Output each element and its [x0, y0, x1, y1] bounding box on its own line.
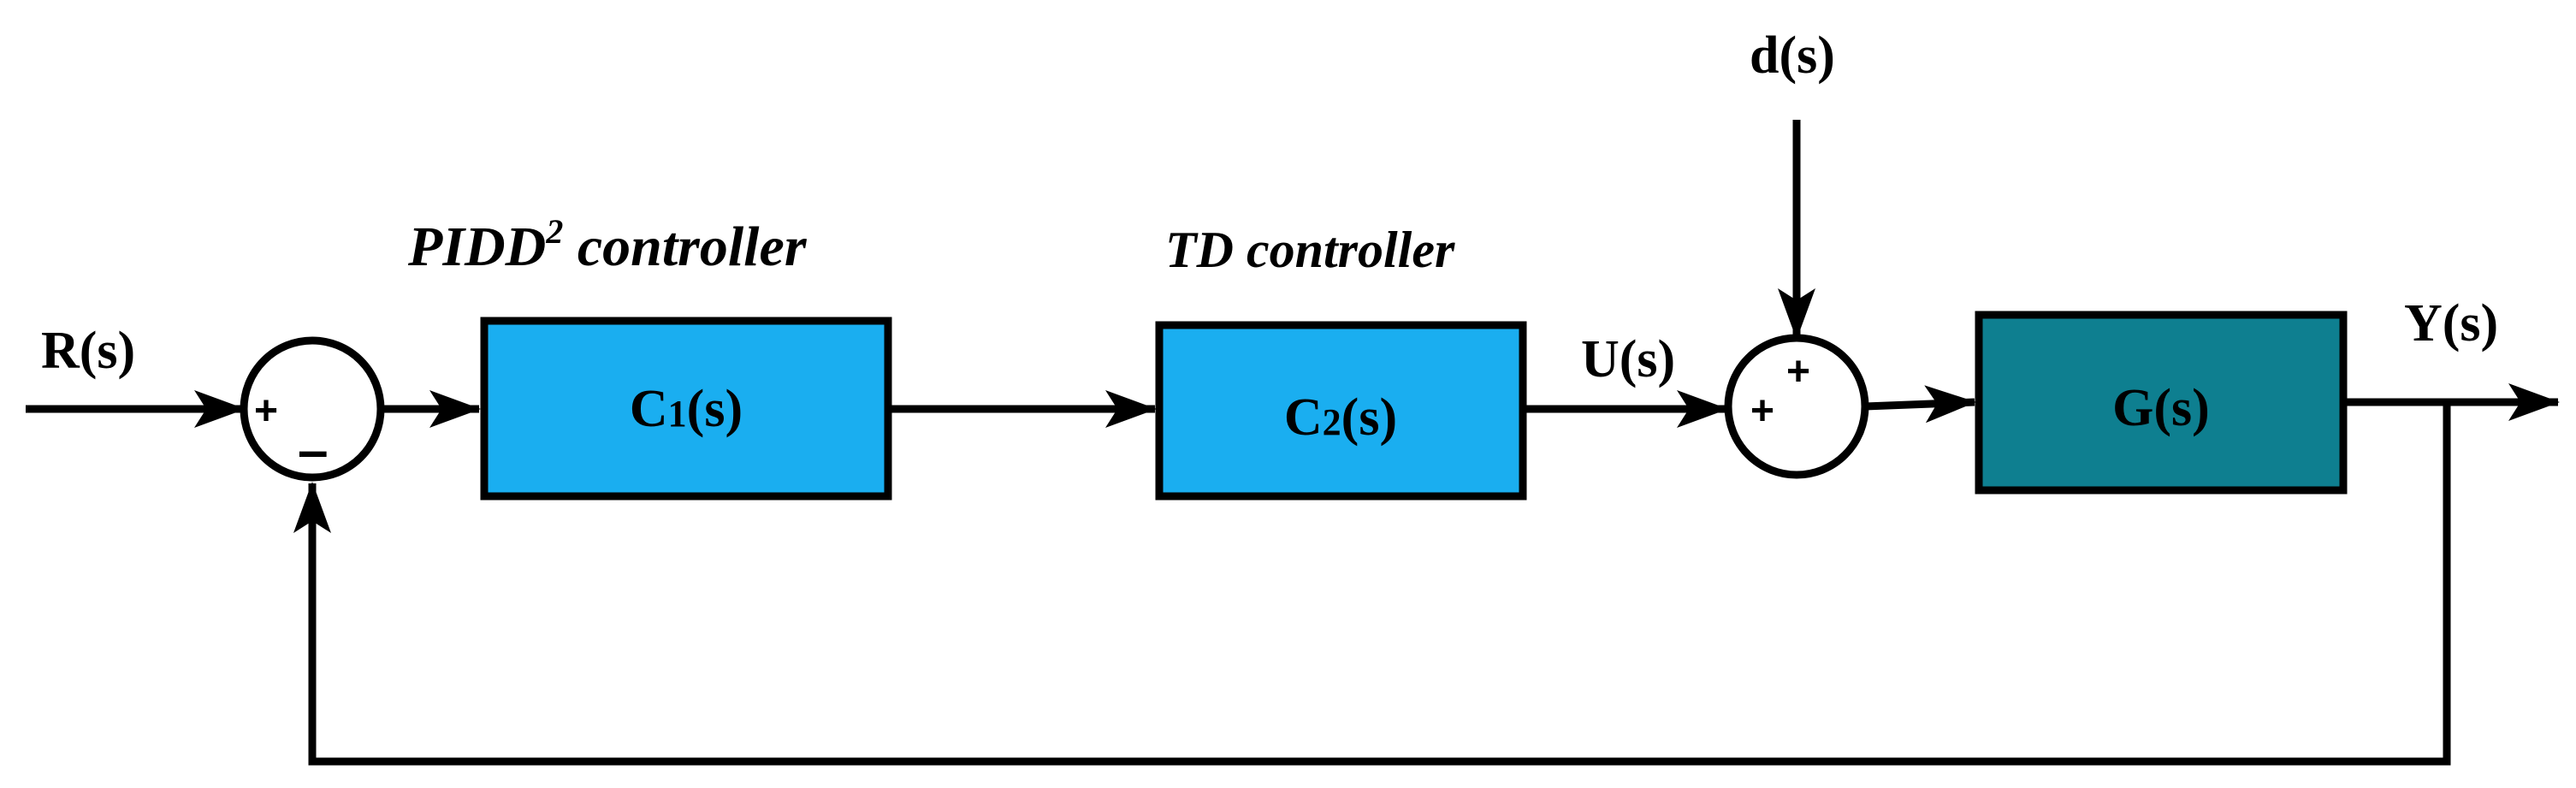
c2-label: C2(s)	[1284, 388, 1397, 447]
control-label: U(s)	[1581, 330, 1675, 388]
plant-label: G(s)	[2112, 379, 2210, 437]
reference-label: R(s)	[41, 322, 135, 380]
sum2-top-plus-sign: +	[1786, 349, 1810, 394]
plant-input-line	[1864, 385, 1976, 424]
output-label: Y(s)	[2404, 294, 2498, 353]
c1-caption: PIDD2 controller	[407, 212, 808, 278]
feedback-line	[293, 402, 2451, 766]
c1-label: C1(s)	[630, 380, 743, 438]
sum1-minus-sign: –	[298, 419, 329, 481]
disturbance-label: d(s)	[1750, 27, 1835, 85]
c2-caption: TD controller	[1165, 222, 1455, 278]
sum1-plus-sign: +	[254, 388, 278, 434]
sum2-left-plus-sign: +	[1750, 388, 1774, 434]
